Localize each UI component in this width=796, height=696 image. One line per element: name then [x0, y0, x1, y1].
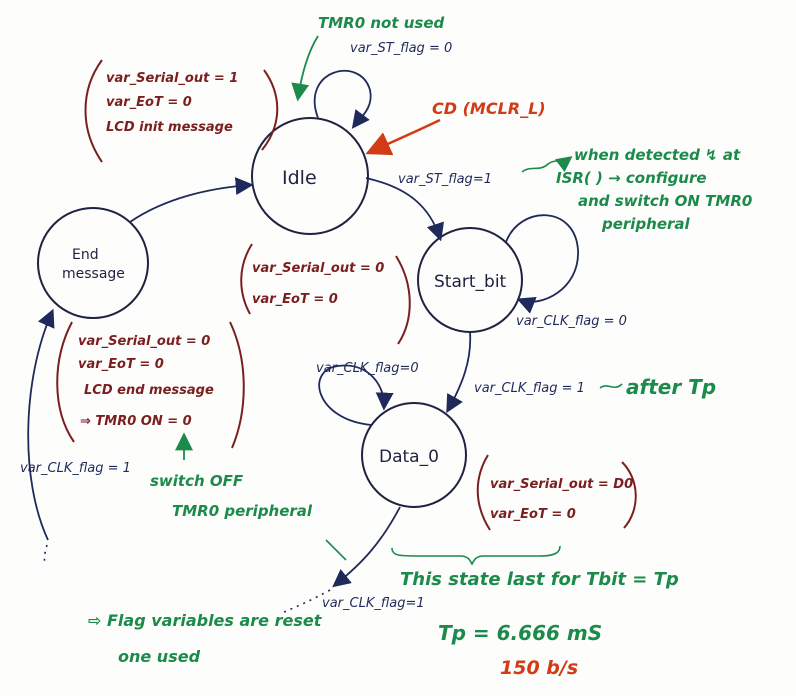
- note-flag-reset-1: ⇨ Flag variables are reset: [88, 611, 323, 630]
- idle-to-start-label: var_ST_flag=1: [398, 172, 492, 187]
- note-tmr0-not-used: TMR0 not used: [318, 14, 445, 32]
- note-cd-arrow: [365, 118, 441, 156]
- end-output-3: LCD end message: [84, 383, 214, 398]
- note-switch-off-2: TMR0 peripheral: [172, 502, 313, 520]
- data-outputs: var_Serial_out = D0 var_EoT = 0: [476, 454, 637, 531]
- to-end-label: var_CLK_flag = 1: [20, 461, 131, 476]
- to-end-arrow: [27, 308, 55, 541]
- data-output-2: var_EoT = 0: [490, 507, 576, 522]
- start-output-2: var_EoT = 0: [252, 292, 338, 307]
- note-isr-3: and switch ON TMR0: [578, 192, 752, 210]
- start-self-loop: [505, 214, 579, 314]
- note-switch-off-1: switch OFF: [150, 472, 244, 490]
- data-self-loop: [318, 364, 394, 426]
- note-state-last: This state last for Tbit = Tp: [400, 569, 679, 590]
- start-self-label: var_CLK_flag = 0: [516, 314, 627, 329]
- note-after-tp: after Tp: [626, 375, 716, 399]
- end-output-1: var_Serial_out = 0: [78, 334, 210, 349]
- end-to-idle-arrow: [129, 177, 254, 223]
- data-self-label: var_CLK_flag=0: [316, 361, 419, 376]
- note-rate: 150 b/s: [500, 657, 578, 679]
- start-output-1: var_Serial_out = 0: [252, 261, 384, 276]
- note-isr-2: ISR( ) → configure: [556, 169, 707, 187]
- state-start-bit: Start_bit: [417, 227, 523, 333]
- note-state-brace: [391, 545, 561, 566]
- start-to-data-arrow: [446, 331, 472, 414]
- end-output-4: ⇒ TMR0 ON = 0: [80, 414, 192, 429]
- idle-self-label: var_ST_flag = 0: [350, 41, 452, 56]
- state-end-message: End message: [37, 207, 149, 319]
- note-isr-4: peripheral: [601, 215, 691, 233]
- idle-output-2: var_EoT = 0: [106, 95, 192, 110]
- note-isr-squiggle: [521, 156, 573, 173]
- idle-output-3: LCD init message: [106, 120, 233, 135]
- end-output-2: var_EoT = 0: [78, 357, 164, 372]
- start-to-data-label: var_CLK_flag = 1: [474, 381, 585, 396]
- idle-output-1: var_Serial_out = 1: [106, 71, 238, 86]
- state-idle-label: Idle: [282, 167, 317, 189]
- state-start-bit-label: Start_bit: [434, 272, 507, 292]
- state-end-label-2: message: [62, 266, 125, 282]
- to-end-dotted: [43, 544, 48, 566]
- note-isr-1: when detected ↯ at: [574, 146, 741, 164]
- data-out-arrow: [332, 506, 401, 588]
- note-cd: CD (MCLR_L): [432, 99, 546, 118]
- data-out-label: var_CLK_flag=1: [322, 596, 425, 611]
- note-tmr0-arrow: [291, 35, 319, 102]
- note-flag-reset-2: one used: [118, 647, 201, 666]
- state-end-label-1: End: [72, 247, 99, 263]
- idle-to-start-arrow: [365, 177, 444, 242]
- idle-outputs: var_Serial_out = 1 var_EoT = 0 LCD init …: [84, 59, 279, 163]
- state-idle: Idle: [251, 117, 369, 235]
- note-switch-off-underline: [325, 539, 347, 561]
- data-output-1: var_Serial_out = D0: [490, 477, 633, 492]
- start-outputs: var_Serial_out = 0 var_EoT = 0: [240, 243, 411, 345]
- end-outputs: var_Serial_out = 0 var_EoT = 0 LCD end m…: [56, 321, 245, 449]
- state-data-0: Data_0: [361, 402, 467, 508]
- note-after-tp-squiggle: [599, 383, 623, 389]
- idle-self-loop: [313, 69, 372, 129]
- note-tp-value: Tp = 6.666 mS: [438, 621, 602, 645]
- state-data-0-label: Data_0: [379, 447, 439, 467]
